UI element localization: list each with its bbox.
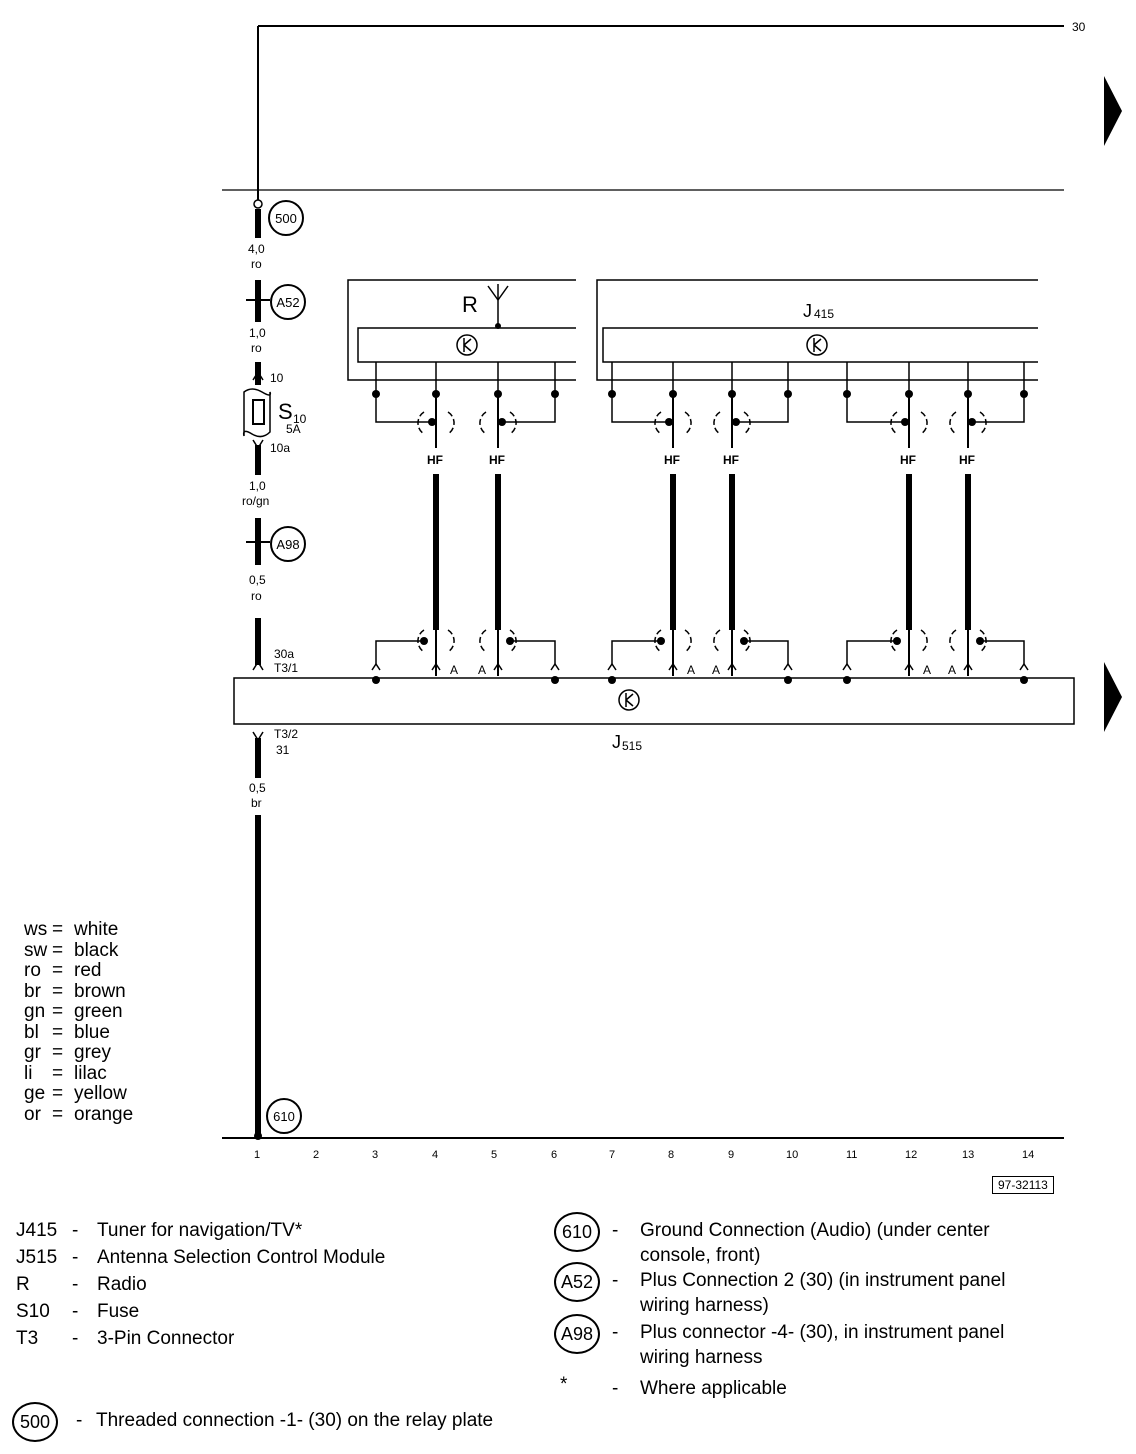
svg-text:HF: HF <box>900 453 916 467</box>
track-number: 6 <box>551 1149 557 1161</box>
track-number: 14 <box>1022 1149 1034 1161</box>
svg-text:T3/1: T3/1 <box>274 661 298 675</box>
svg-text:A: A <box>687 663 695 677</box>
svg-text:A: A <box>450 663 458 677</box>
continue-arrow-mid-icon <box>1104 662 1122 732</box>
terminal-30-label: 30 <box>1072 20 1086 34</box>
color-code-row: gr=grey <box>24 1042 111 1063</box>
radio-label: R <box>462 292 478 317</box>
svg-text:415: 415 <box>814 307 834 321</box>
svg-text:1,0: 1,0 <box>249 479 266 493</box>
svg-text:J: J <box>612 732 621 752</box>
legend-desc: Fuse <box>97 1301 140 1322</box>
svg-text:30a: 30a <box>274 647 294 661</box>
legend-500-desc: Threaded connection -1- (30) on the rela… <box>96 1410 494 1431</box>
legend-code: J515 <box>16 1247 58 1268</box>
fuse-name: S <box>278 399 293 424</box>
svg-text:HF: HF <box>959 453 975 467</box>
hf-coax-group: HF A <box>607 362 695 684</box>
track-number: 8 <box>668 1149 674 1161</box>
svg-text:5A: 5A <box>286 422 301 436</box>
color-code-row: br=brown <box>24 980 126 1002</box>
track-number: 9 <box>728 1149 734 1161</box>
hf-coax-group: HF A <box>712 362 793 684</box>
legend-code: T3 <box>16 1328 39 1349</box>
legend-code: R <box>16 1274 30 1295</box>
legend-desc: Radio <box>97 1274 147 1295</box>
track-number: 13 <box>962 1149 974 1161</box>
color-code-row: bl=blue <box>24 1021 110 1043</box>
svg-text:0,5: 0,5 <box>249 573 266 587</box>
legend-desc: Tuner for navigation/TV* <box>97 1220 303 1241</box>
hf-coax-group: HF A <box>842 362 931 684</box>
hf-coax-group: HF A <box>948 362 1029 684</box>
svg-text:A: A <box>923 663 931 677</box>
svg-text:10: 10 <box>270 371 284 385</box>
connector-500: 500 <box>268 200 304 236</box>
svg-text:br: br <box>251 796 262 810</box>
svg-text:515: 515 <box>622 739 642 753</box>
legend-connection-code: A98 <box>554 1314 600 1354</box>
svg-text:HF: HF <box>723 453 739 467</box>
track-number: 1 <box>254 1149 260 1161</box>
hf-cables: HF A HF A HF A HF A HF A HF A <box>371 362 1029 684</box>
track-number: 12 <box>905 1149 917 1161</box>
color-code-row: or=orange <box>24 1103 134 1125</box>
svg-text:0,5: 0,5 <box>249 781 266 795</box>
track-number: 3 <box>372 1149 378 1161</box>
legend-connection-code: 610 <box>554 1212 600 1252</box>
color-code-row: ro=red <box>24 960 102 981</box>
svg-text:HF: HF <box>664 453 680 467</box>
module-j415 <box>596 279 1038 381</box>
track-number: 5 <box>491 1149 497 1161</box>
legend-desc: Antenna Selection Control Module <box>97 1247 386 1268</box>
track-number: 7 <box>609 1149 615 1161</box>
svg-text:A: A <box>948 663 956 677</box>
svg-text:ro: ro <box>251 589 262 603</box>
hf-coax-group: HF A <box>478 362 560 684</box>
legend-connection-code: * <box>560 1374 568 1395</box>
legend-code: J415 <box>16 1220 58 1241</box>
hf-coax-group: HF A <box>371 362 458 684</box>
color-code-row: ws=white <box>24 919 119 940</box>
module-j515 <box>233 677 1075 725</box>
svg-text:10a: 10a <box>270 441 290 455</box>
legend-500-circle: 500 <box>12 1402 58 1442</box>
connector-a98: A98 <box>270 526 306 562</box>
track-number: 2 <box>313 1149 319 1161</box>
track-number: 4 <box>432 1149 438 1161</box>
legend-connection-code: A52 <box>554 1262 600 1302</box>
color-code-row: li=lilac <box>24 1062 107 1084</box>
svg-text:J: J <box>803 301 812 321</box>
svg-text:31: 31 <box>276 743 290 757</box>
svg-text:ro: ro <box>251 341 262 355</box>
antenna-icon <box>487 284 509 329</box>
svg-text:A: A <box>478 663 486 677</box>
legend-desc: 3-Pin Connector <box>97 1328 235 1349</box>
legend-code: S10 <box>16 1301 50 1322</box>
color-code-row: sw=black <box>24 939 119 961</box>
electronic-symbol-icon <box>618 689 640 711</box>
connector-a52: A52 <box>270 284 306 320</box>
continue-arrow-top-icon <box>1104 76 1122 146</box>
svg-text:T3/2: T3/2 <box>274 727 298 741</box>
svg-text:HF: HF <box>489 453 505 467</box>
track-number: 11 <box>846 1149 857 1161</box>
svg-text:HF: HF <box>427 453 443 467</box>
diagram-ref-number: 97-32113 <box>992 1176 1054 1194</box>
color-code-row: ge=yellow <box>24 1083 127 1104</box>
svg-text:1,0: 1,0 <box>249 326 266 340</box>
svg-text:ro: ro <box>251 257 262 271</box>
connector-610: 610 <box>266 1098 302 1134</box>
svg-text:10: 10 <box>293 412 307 426</box>
svg-text:4,0: 4,0 <box>248 242 265 256</box>
svg-text:ro/gn: ro/gn <box>242 494 269 508</box>
fuse-s10: S 10 5A <box>242 388 307 438</box>
track-number: 10 <box>786 1149 798 1161</box>
svg-text:A: A <box>712 663 720 677</box>
module-radio <box>347 279 576 381</box>
color-code-row: gn=green <box>24 1001 123 1022</box>
